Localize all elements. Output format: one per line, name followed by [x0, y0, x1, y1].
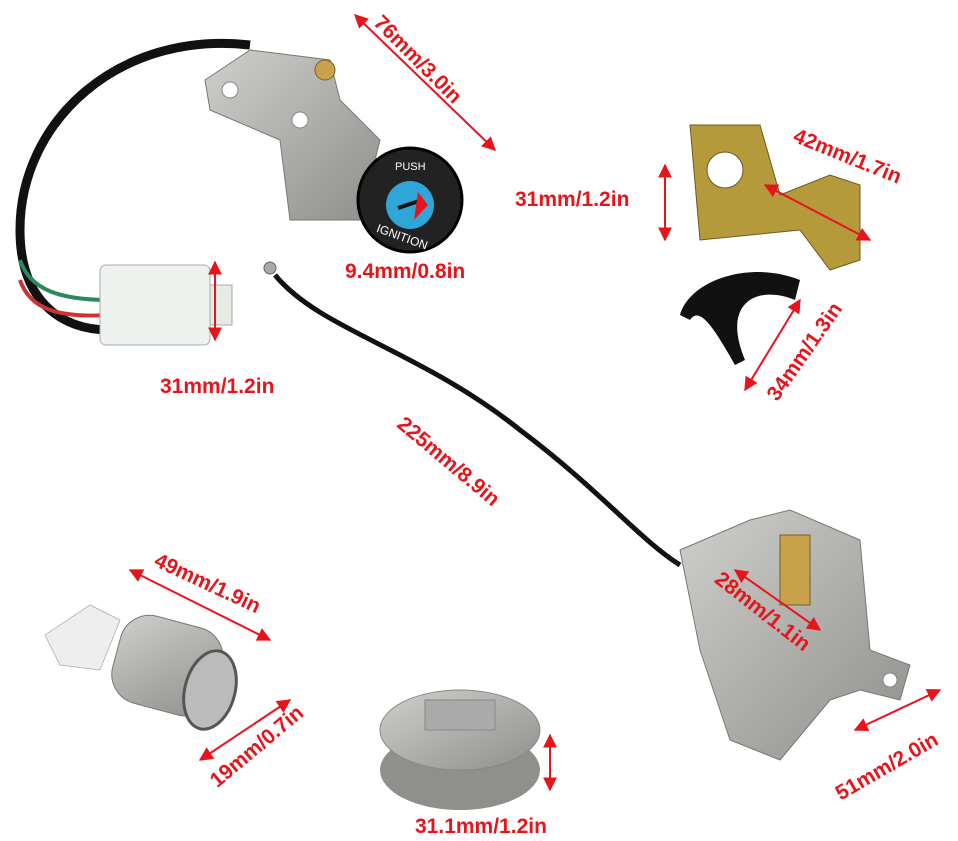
- wire-harness: [15, 39, 251, 335]
- bracket-clip: [680, 272, 800, 365]
- wire-connector: [99, 264, 233, 346]
- seat-lock-cable: [273, 273, 682, 568]
- seat-lock-cylinder: [44, 604, 238, 731]
- dim-connector-height: 31mm/1.2in: [160, 375, 275, 398]
- ignition-push-text: PUSH: [395, 161, 426, 173]
- dim-fuel-cap-diameter: 31.1mm/1.2in: [415, 815, 547, 838]
- dimension-arrows: [128, 14, 942, 792]
- dim-key-slot: 9.4mm/0.8in: [345, 260, 466, 283]
- fuel-cap-lock: [379, 689, 541, 810]
- ignition-switch: PUSH IGNITION: [204, 49, 464, 254]
- dim-bracket-height: 31mm/1.2in: [515, 188, 630, 211]
